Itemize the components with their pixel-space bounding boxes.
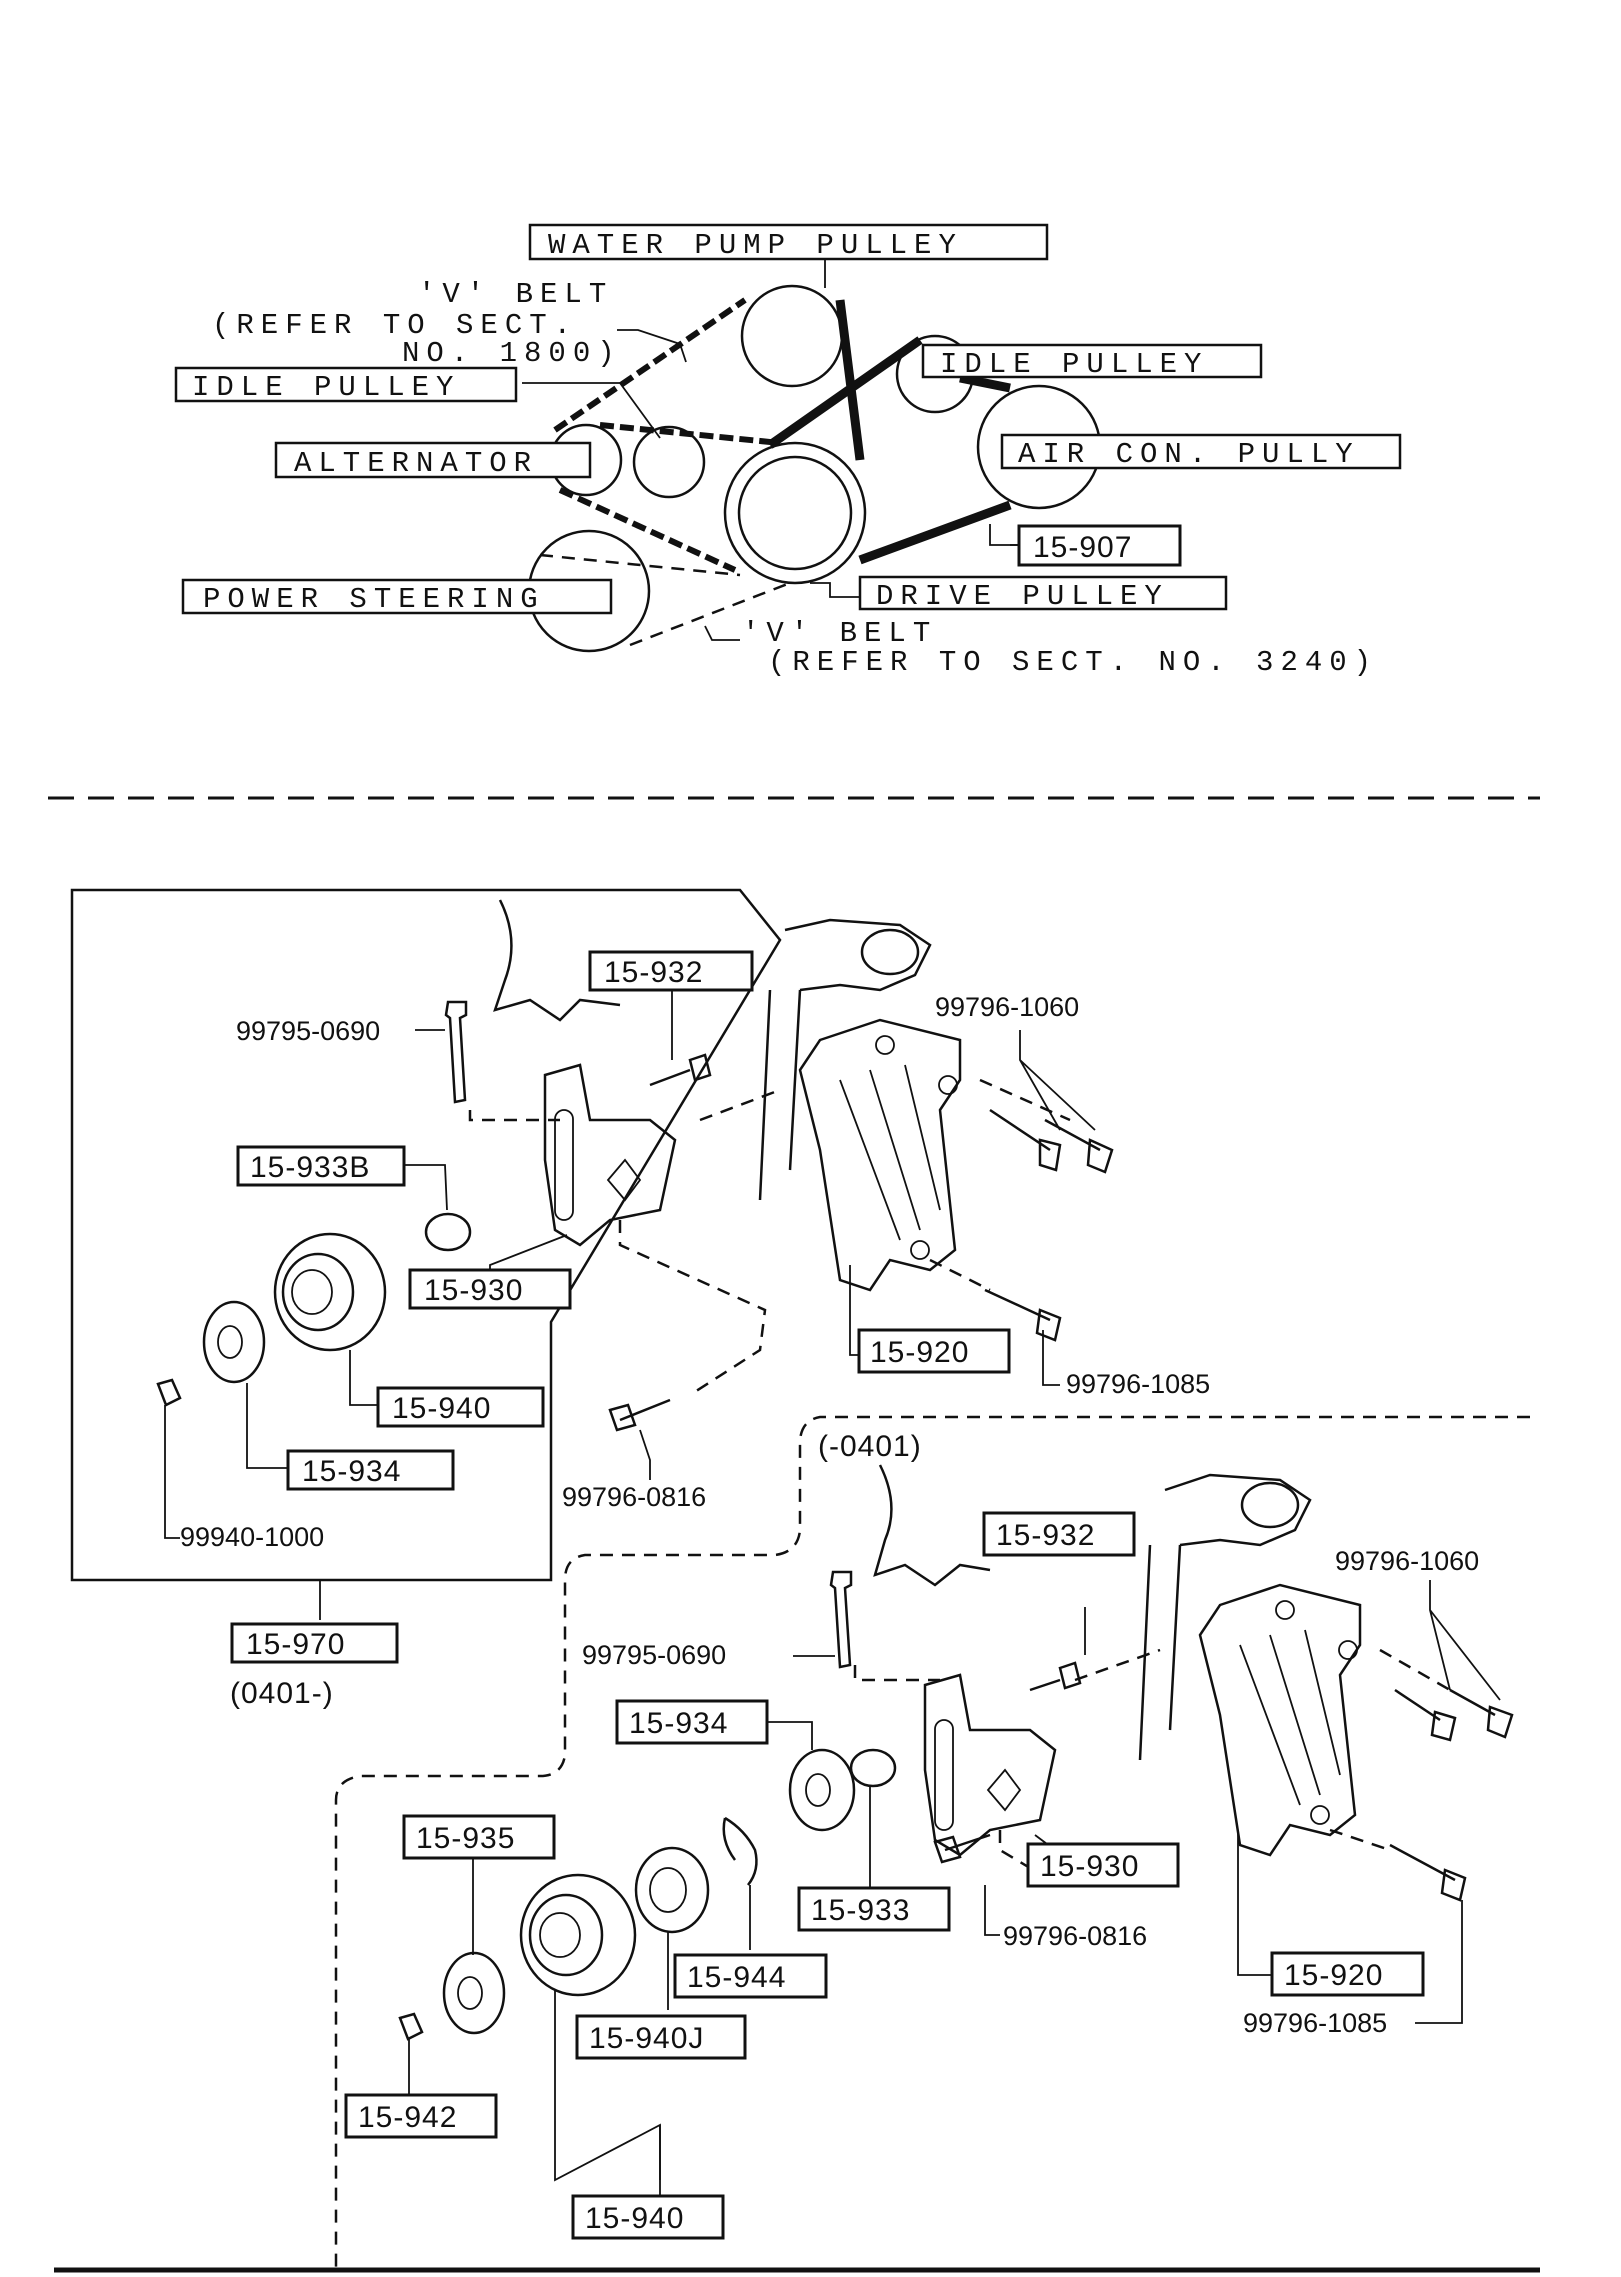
upper-nut-99940-1000: 99940-1000 <box>180 1522 324 1552</box>
lower-part-15-930: 15-930 <box>1040 1850 1139 1883</box>
belt-15-907 <box>767 299 1012 565</box>
lower-spacer-15-933-drawing <box>849 1748 897 1788</box>
upper-part-15-933b: 15-933B <box>250 1151 370 1184</box>
lower-date-range: (-0401) <box>818 1430 922 1463</box>
bracket-15-920-drawing <box>798 1018 962 1292</box>
part-number-15-907: 15-907 <box>1033 531 1132 564</box>
snap-ring-15-944-drawing <box>722 1816 758 1886</box>
lower-part-15-934: 15-934 <box>629 1707 728 1740</box>
lower-bracket-15-920-drawing <box>1198 1583 1362 1857</box>
lower-part-15-940: 15-940 <box>585 2202 684 2235</box>
lower-bolt-99796-0816: 99796-0816 <box>1003 1921 1147 1951</box>
upper-bolt-99796-0816: 99796-0816 <box>562 1482 706 1512</box>
upper-part-15-920: 15-920 <box>870 1336 969 1369</box>
bearing-15-940j-drawing <box>634 1846 710 1934</box>
kit-15-970: 15-970 <box>246 1628 345 1661</box>
lower-part-15-940j: 15-940J <box>589 2022 704 2055</box>
lower-washer-15-934-drawing <box>788 1748 856 1832</box>
label-v-belt-1: 'V' BELT <box>418 278 613 311</box>
label-air-con-pulley: AIR CON. PULLY <box>1018 438 1360 471</box>
upper-part-15-932: 15-932 <box>604 956 703 989</box>
lower-bolt-99795-0690: 99795-0690 <box>582 1640 726 1670</box>
lower-assembly: (-0401) 15-932 99796-1060 99795-0690 15-… <box>334 1415 1530 2270</box>
drive-pulley-outer-drawing <box>723 441 867 585</box>
tensioner-bracket-15-930-drawing <box>543 1063 677 1247</box>
label-idle-pulley-left: IDLE PULLEY <box>192 371 460 404</box>
upper-part-15-934: 15-934 <box>302 1455 401 1488</box>
label-v-belt-1-ref-a: (REFER TO SECT. <box>212 309 578 342</box>
upper-bolt-99795-0690: 99795-0690 <box>236 1016 380 1046</box>
upper-assembly: 15-932 99795-0690 99796-1060 15-933B 15-… <box>70 888 1210 1710</box>
lower-part-15-920: 15-920 <box>1284 1959 1383 1992</box>
upper-bolt-99796-1085: 99796-1085 <box>1066 1369 1210 1399</box>
label-alternator: ALTERNATOR <box>294 447 538 480</box>
washer-15-935-drawing <box>442 1951 506 2035</box>
idle-pulley-left-drawing <box>632 425 706 499</box>
lower-part-15-933: 15-933 <box>811 1894 910 1927</box>
lower-part-15-944: 15-944 <box>687 1961 786 1994</box>
v-belt-3240 <box>539 553 791 647</box>
label-v-belt-1-ref-b: NO. 1800) <box>402 337 622 370</box>
lower-pulley-15-940-drawing <box>519 1873 637 1997</box>
label-idle-pulley-right: IDLE PULLEY <box>940 348 1208 381</box>
lower-part-15-935: 15-935 <box>416 1822 515 1855</box>
pulley-15-940-drawing <box>273 1232 387 1352</box>
v-belt-1800 <box>553 297 781 573</box>
lower-tensioner-bracket-15-930-drawing <box>923 1673 1057 1857</box>
upper-part-15-940: 15-940 <box>392 1392 491 1425</box>
lower-bolt-99795-0690-drawing <box>829 1570 853 1669</box>
upper-bolt-99796-1060: 99796-1060 <box>935 992 1079 1022</box>
washer-15-934-drawing <box>202 1300 266 1384</box>
lower-bolt-99796-1085: 99796-1085 <box>1243 2008 1387 2038</box>
label-v-belt-2-ref: (REFER TO SECT. NO. 3240) <box>768 646 1378 679</box>
upper-part-15-930: 15-930 <box>424 1274 523 1307</box>
bolt-99795-0690-drawing <box>444 1000 468 1104</box>
water-pump-pulley-drawing <box>740 284 844 388</box>
kit-date-range: (0401-) <box>230 1677 334 1710</box>
label-power-steering: POWER STEERING <box>203 583 545 616</box>
label-v-belt-2: 'V' BELT <box>742 617 937 650</box>
belt-routing-diagram: WATER PUMP PULLEY 'V' BELT (REFER TO SEC… <box>174 223 1402 679</box>
spacer-15-933b-drawing <box>424 1212 472 1252</box>
label-water-pump-pulley: WATER PUMP PULLEY <box>548 229 963 262</box>
lower-part-15-932: 15-932 <box>996 1519 1095 1552</box>
label-drive-pulley: DRIVE PULLEY <box>876 580 1169 613</box>
lower-region-outline <box>334 1415 1530 2270</box>
lower-part-15-942: 15-942 <box>358 2101 457 2134</box>
lower-bolt-99796-1060: 99796-1060 <box>1335 1546 1479 1576</box>
kit-15-970-frame <box>70 888 782 1582</box>
drive-pulley-inner-drawing <box>737 455 853 571</box>
